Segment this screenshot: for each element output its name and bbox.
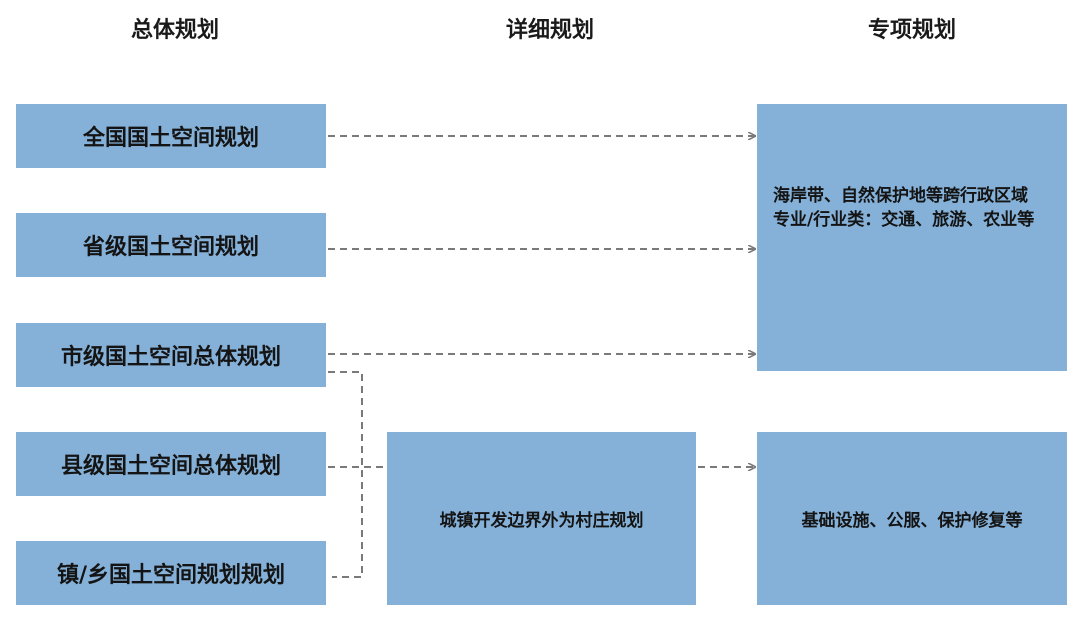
- header-special-planning: 专项规划: [867, 18, 956, 43]
- header-overall-planning: 总体规划: [130, 18, 219, 43]
- plan-township: 镇/乡国土空间规划规划: [16, 541, 326, 605]
- connector-municipal-to-township: [328, 371, 363, 578]
- special-plan-line-industry: 专业/行业类：交通、旅游、农业等: [773, 210, 1035, 230]
- special-plan-line-region: 海岸带、自然保护地等跨行政区域: [773, 186, 1028, 206]
- plan-village-detailed: 城镇开发边界外为村庄规划: [387, 432, 696, 605]
- plan-provincial: 省级国土空间规划: [16, 213, 326, 277]
- plan-county: 县级国土空间总体规划: [16, 432, 326, 496]
- plan-special-infrastructure: 基础设施、公服、保护修复等: [757, 432, 1067, 605]
- plan-national: 全国国土空间规划: [16, 104, 326, 168]
- plan-municipal: 市级国土空间总体规划: [16, 323, 326, 387]
- plan-special-cross-region: 海岸带、自然保护地等跨行政区域 专业/行业类：交通、旅游、农业等: [757, 104, 1067, 371]
- header-detailed-planning: 详细规划: [505, 18, 594, 43]
